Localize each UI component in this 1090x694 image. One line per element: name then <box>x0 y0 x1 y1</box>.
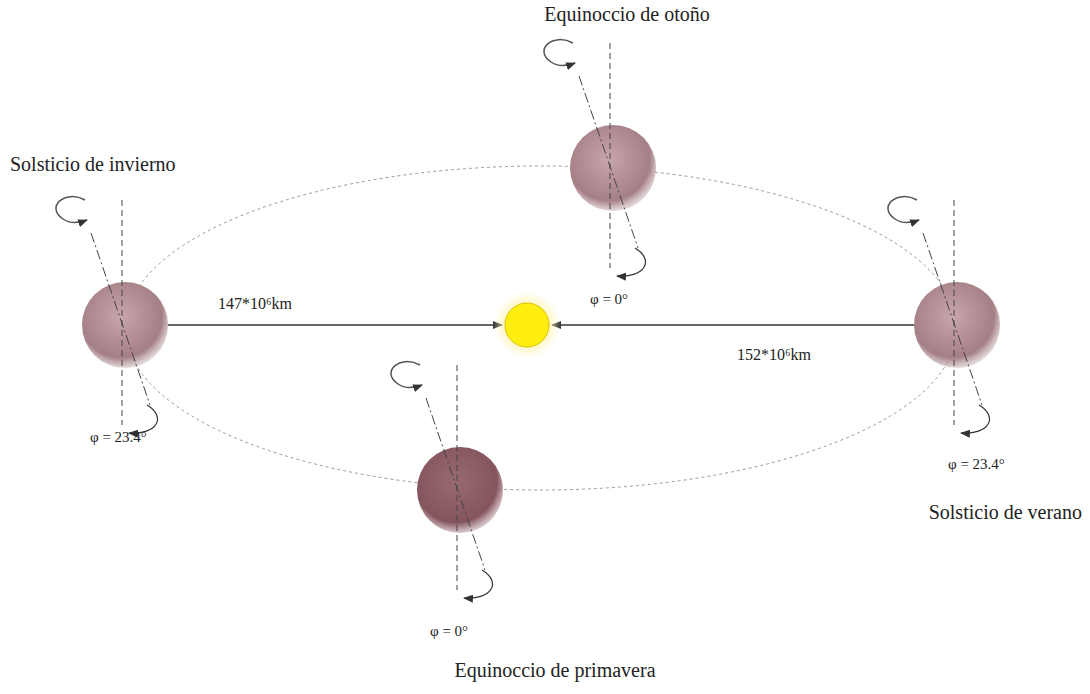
season-label: Equinoccio de otoño <box>544 2 710 26</box>
vertical-reference <box>610 43 611 268</box>
distance-arrow <box>552 324 914 326</box>
distance-arrow <box>168 324 502 326</box>
vertical-reference <box>457 365 458 590</box>
rotation-arrow <box>544 40 575 66</box>
rotation-axis <box>579 76 638 248</box>
vertical-reference <box>122 200 123 425</box>
angle-label: φ = 0° <box>590 290 628 308</box>
earth-summer <box>888 197 1000 434</box>
sun-glow <box>493 291 561 359</box>
earth <box>570 125 656 211</box>
season-label: Solsticio de verano <box>929 500 1082 524</box>
rotation-arrow <box>56 197 87 223</box>
earth <box>82 282 168 368</box>
rotation-arrow <box>391 362 422 388</box>
earth <box>914 282 1000 368</box>
angle-arc <box>464 570 492 598</box>
sun <box>505 303 549 347</box>
angle-label: φ = 23.4° <box>948 455 1005 473</box>
angle-arc <box>961 405 989 433</box>
earth <box>417 447 503 533</box>
orbit-path <box>125 166 957 490</box>
earth-spring <box>391 362 503 599</box>
rotation-arrow <box>888 197 919 223</box>
distance-label: 152*10⁶km <box>737 345 811 364</box>
earth-autumn <box>544 40 656 277</box>
rotation-axis <box>91 233 150 405</box>
angle-arc <box>129 405 157 433</box>
angle-label: φ = 23.4° <box>90 428 147 446</box>
angle-label: φ = 0° <box>430 622 468 640</box>
earth-winter <box>56 197 168 434</box>
vertical-reference <box>954 200 955 425</box>
season-label: Equinoccio de primavera <box>454 658 655 682</box>
angle-arc <box>617 248 645 276</box>
season-label: Solsticio de invierno <box>10 152 176 176</box>
distance-label: 147*10⁶km <box>218 294 292 313</box>
rotation-axis <box>923 233 982 405</box>
rotation-axis <box>426 398 485 570</box>
